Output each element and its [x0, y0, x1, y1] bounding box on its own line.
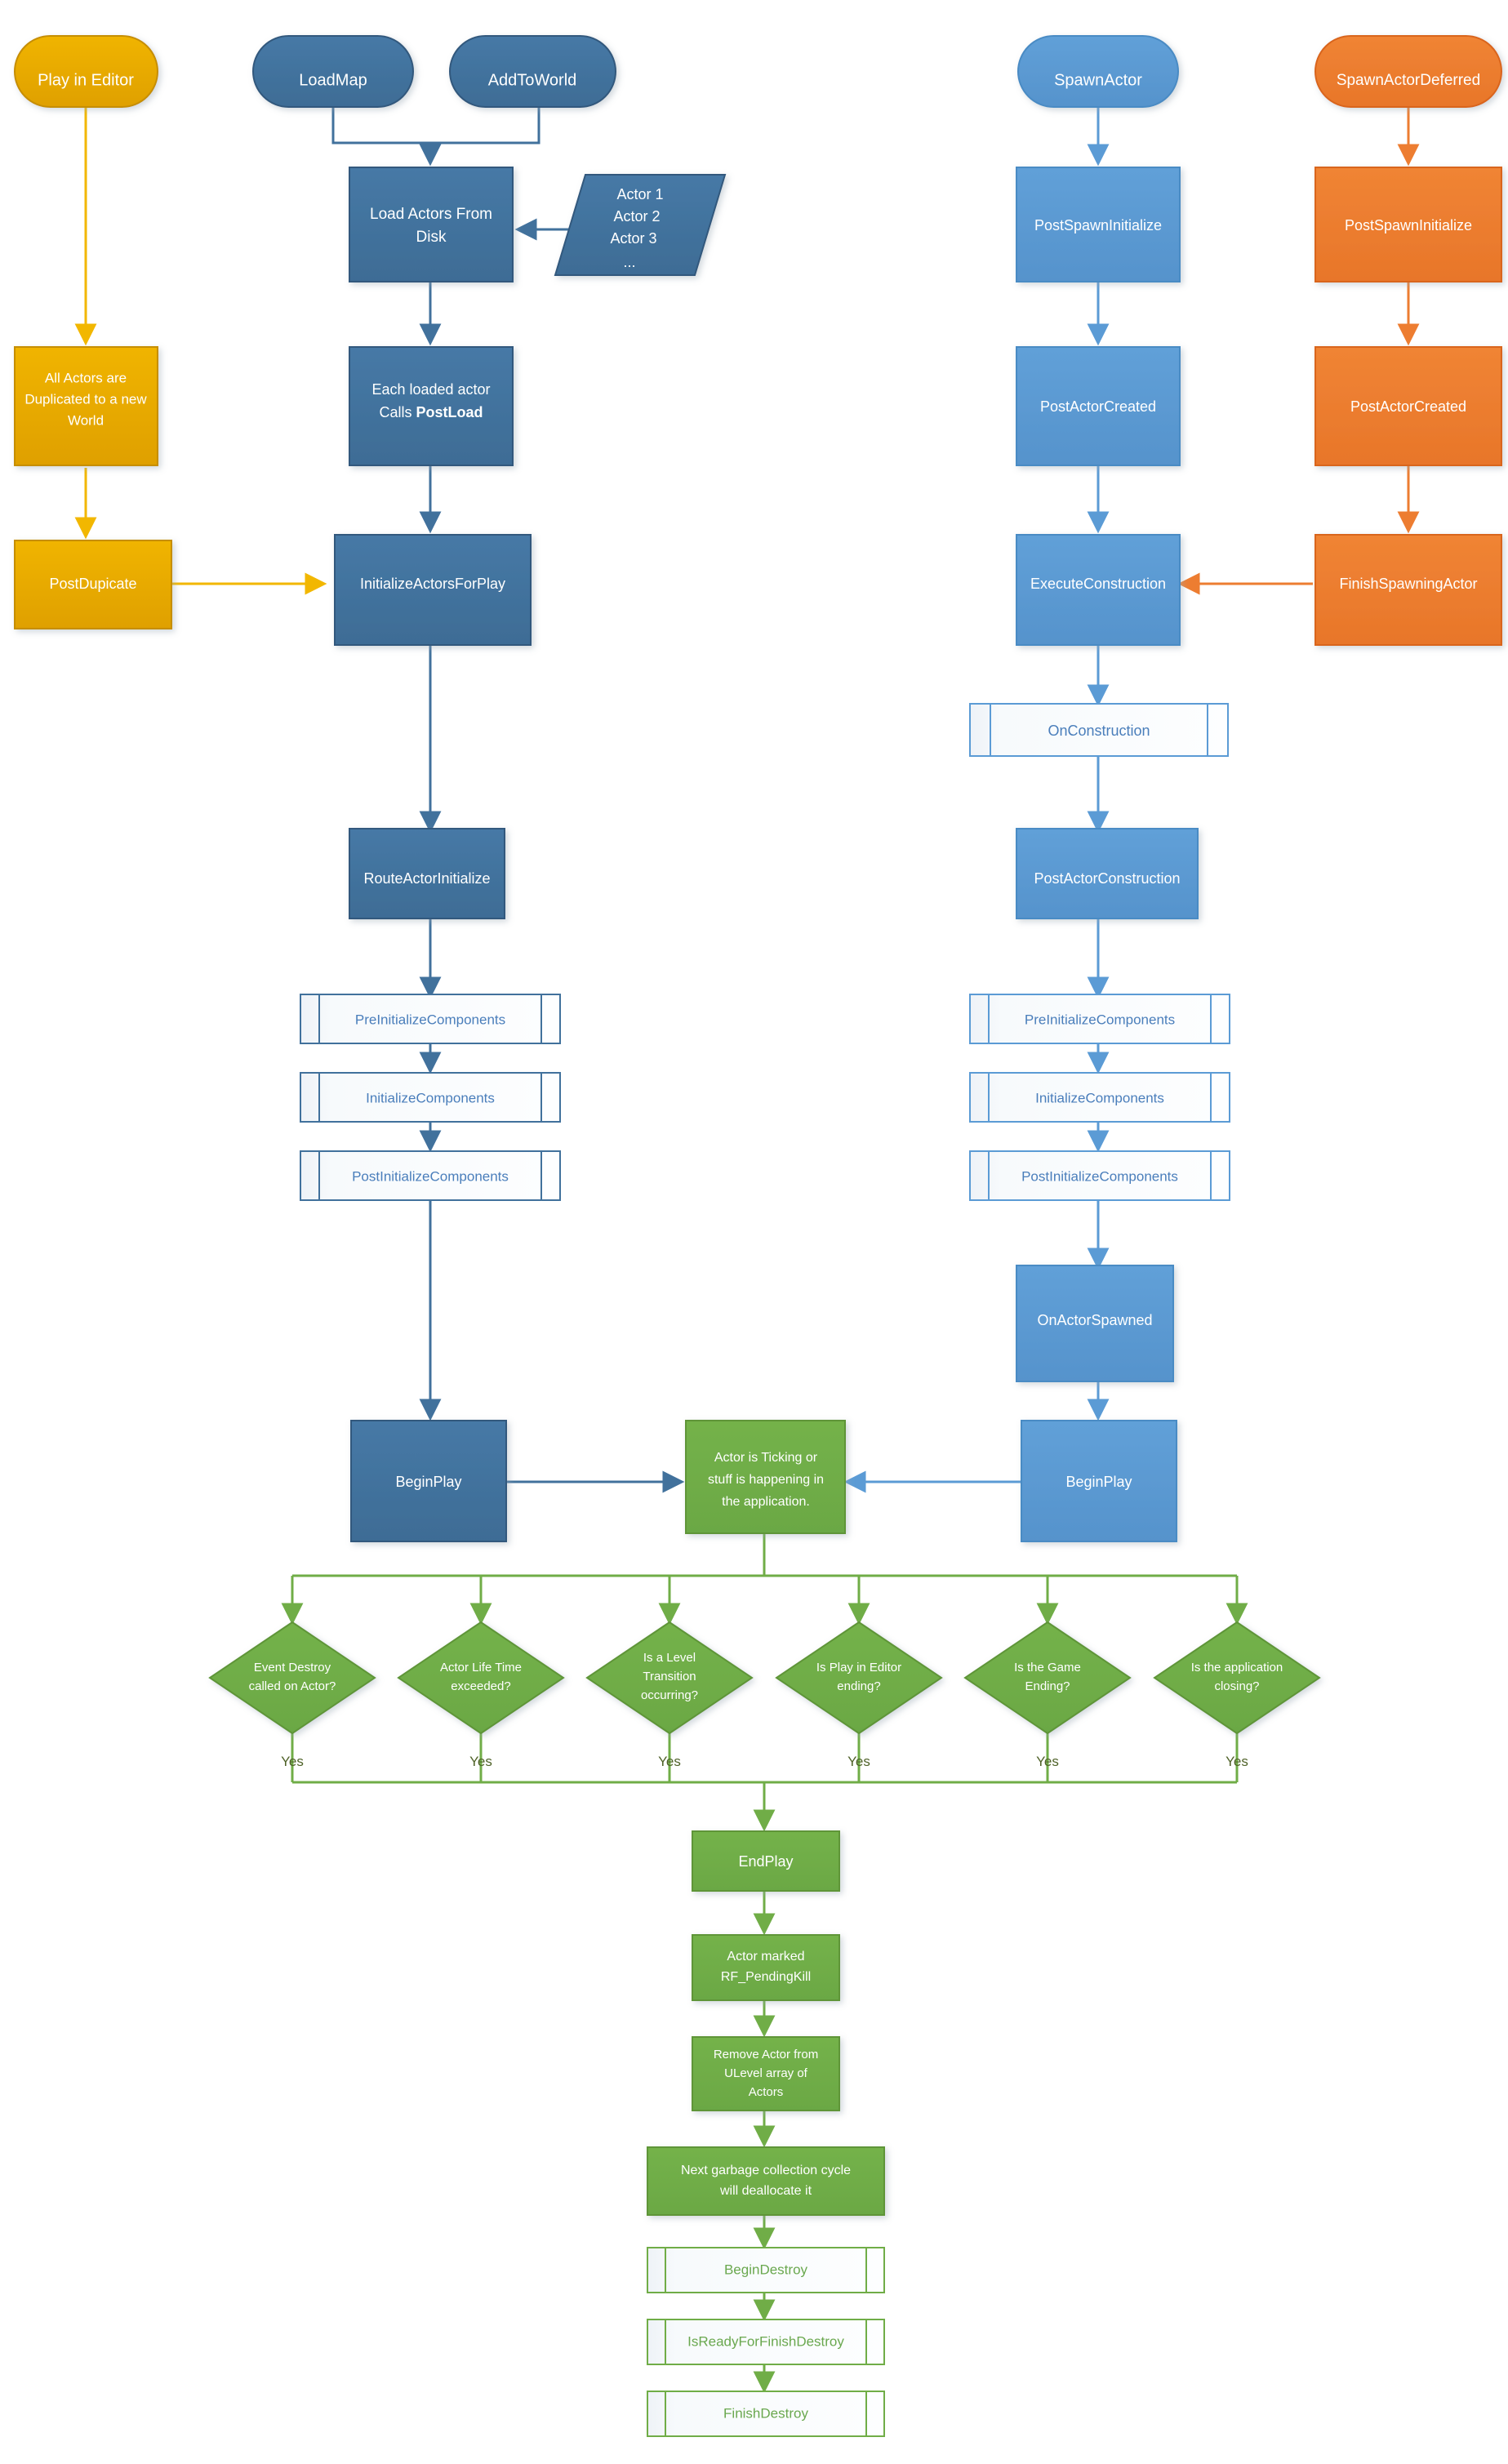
node-play-in-editor[interactable]: Play in Editor — [14, 35, 158, 108]
node-begin-destroy[interactable]: BeginDestroy — [647, 2247, 885, 2293]
node-route-actor-initialize[interactable]: RouteActorInitialize — [349, 828, 505, 919]
edge-loadmap-addtoworld-junction — [331, 107, 540, 145]
connectors — [74, 107, 1420, 2394]
node-each-loaded-actor[interactable]: Each loaded actor Calls PostLoad — [349, 346, 514, 466]
node-pre-initialize-components-left[interactable]: PreInitializeComponents — [300, 994, 561, 1044]
node-post-actor-construction[interactable]: PostActorConstruction — [1016, 828, 1199, 919]
decision-5-yes-label: Yes — [1226, 1754, 1248, 1769]
node-is-ready-for-finish-destroy[interactable]: IsReadyForFinishDestroy — [647, 2319, 885, 2365]
node-post-spawn-initialize-blue[interactable]: PostSpawnInitialize — [1016, 167, 1181, 282]
decision-0-yes-label: Yes — [281, 1754, 304, 1769]
node-add-to-world[interactable]: AddToWorld — [449, 35, 616, 108]
decision-4-yes-label: Yes — [1036, 1754, 1059, 1769]
node-pre-initialize-components-right[interactable]: PreInitializeComponents — [969, 994, 1230, 1044]
node-load-actors-from-disk[interactable]: Load Actors From Disk — [349, 167, 514, 282]
node-execute-construction[interactable]: ExecuteConstruction — [1016, 534, 1181, 646]
decision-2-yes-label: Yes — [658, 1754, 681, 1769]
node-begin-play-right[interactable]: BeginPlay — [1021, 1420, 1177, 1542]
decision-3-yes-label: Yes — [847, 1754, 870, 1769]
node-on-actor-spawned[interactable]: OnActorSpawned — [1016, 1265, 1174, 1382]
node-initialize-actors-for-play[interactable]: InitializeActorsForPlay — [334, 534, 532, 646]
node-actor-list[interactable]: Actor 1 Actor 2 Actor 3 ... — [554, 174, 727, 276]
node-actor-ticking[interactable]: Actor is Ticking or stuff is happening i… — [685, 1420, 846, 1534]
node-post-spawn-initialize-orange[interactable]: PostSpawnInitialize — [1314, 167, 1502, 282]
decision-1-yes-label: Yes — [469, 1754, 492, 1769]
node-begin-play-left[interactable]: BeginPlay — [350, 1420, 507, 1542]
node-initialize-components-left[interactable]: InitializeComponents — [300, 1072, 561, 1123]
node-on-construction[interactable]: OnConstruction — [969, 703, 1229, 757]
node-all-actors-duplicated[interactable]: All Actors are Duplicated to a new World — [14, 346, 158, 466]
node-remove-actor-ulevel[interactable]: Remove Actor from ULevel array of Actors — [692, 2036, 840, 2111]
node-spawn-actor[interactable]: SpawnActor — [1017, 35, 1179, 108]
node-actor-marked-pendingkill[interactable]: Actor marked RF_PendingKill — [692, 1934, 840, 2001]
node-finish-spawning-actor[interactable]: FinishSpawningActor — [1314, 534, 1502, 646]
node-end-play[interactable]: EndPlay — [692, 1830, 840, 1892]
node-finish-destroy[interactable]: FinishDestroy — [647, 2391, 885, 2437]
node-initialize-components-right[interactable]: InitializeComponents — [969, 1072, 1230, 1123]
node-next-gc-cycle[interactable]: Next garbage collection cycle will deall… — [647, 2146, 885, 2216]
node-post-duplicate[interactable]: PostDupicate — [14, 540, 172, 629]
node-post-initialize-components-left[interactable]: PostInitializeComponents — [300, 1150, 561, 1201]
node-post-actor-created-blue[interactable]: PostActorCreated — [1016, 346, 1181, 466]
node-post-actor-created-orange[interactable]: PostActorCreated — [1314, 346, 1502, 466]
node-load-map[interactable]: LoadMap — [252, 35, 414, 108]
node-spawn-actor-deferred[interactable]: SpawnActorDeferred — [1314, 35, 1502, 108]
node-post-initialize-components-right[interactable]: PostInitializeComponents — [969, 1150, 1230, 1201]
